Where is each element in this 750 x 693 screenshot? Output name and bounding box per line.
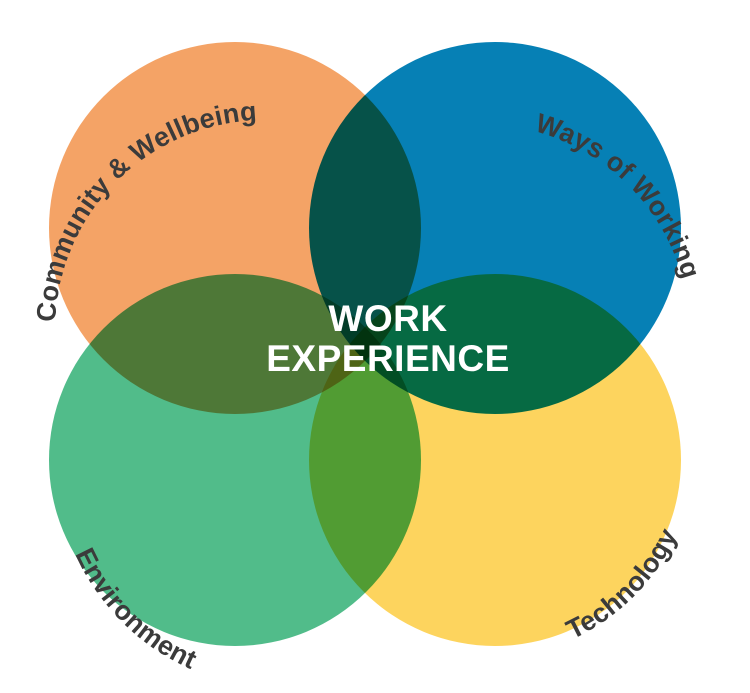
venn-circles-group: [49, 42, 681, 646]
center-title-line-1: WORK: [328, 298, 447, 339]
center-title-line-2: EXPERIENCE: [266, 338, 510, 379]
circle-technology[interactable]: [309, 274, 681, 646]
center-title: WORK EXPERIENCE: [266, 298, 510, 379]
circle-environment[interactable]: [49, 274, 421, 646]
